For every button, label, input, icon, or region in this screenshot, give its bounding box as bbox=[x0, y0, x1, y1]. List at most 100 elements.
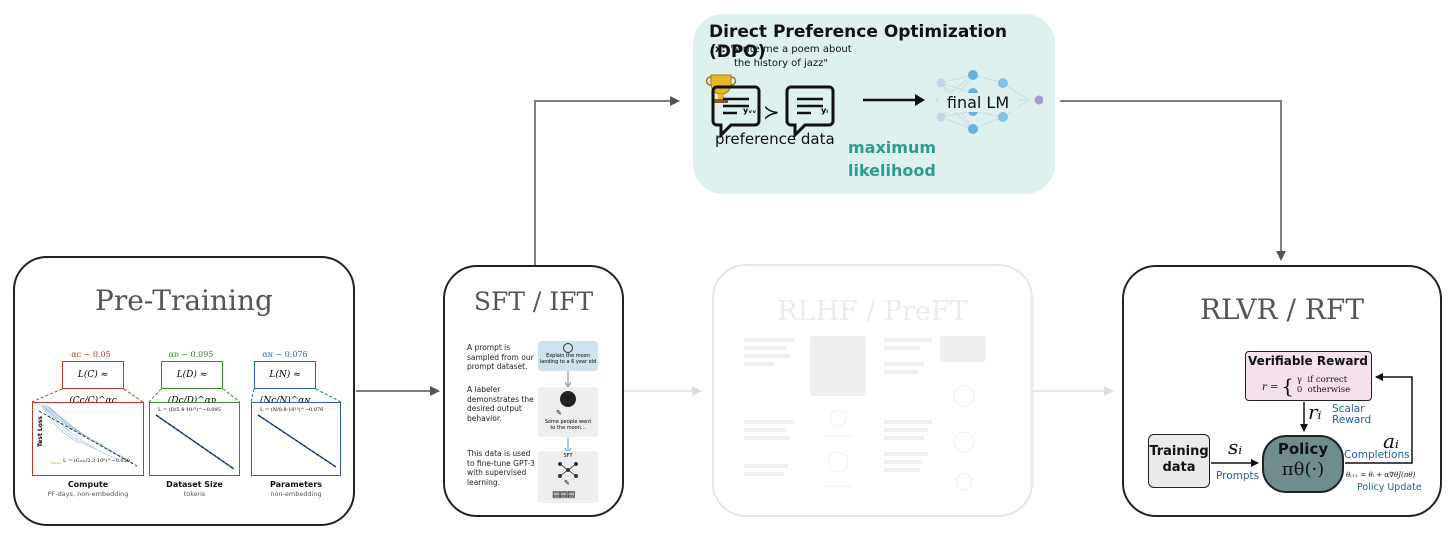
rlvr-arrows bbox=[1211, 373, 1413, 467]
scalar-reward-line-2: Reward bbox=[1332, 414, 1372, 426]
labeler-card: ✎ Some people went to the moon... bbox=[538, 387, 598, 437]
sft-card-label: SFT bbox=[563, 453, 573, 459]
alpha-d: αᴅ ~ 0.095 bbox=[168, 350, 214, 359]
prompt-line-2: the history of jazz" bbox=[734, 58, 828, 69]
labeler-card-line: to the moon... bbox=[550, 425, 586, 431]
formula-compute: L(C) ≈ (Cᴄ/C)^αᴄ bbox=[62, 361, 124, 406]
pencil-icon: ✎ bbox=[556, 410, 562, 417]
parameters-line bbox=[257, 414, 337, 468]
prompts-label: Prompts bbox=[1216, 470, 1260, 482]
sft-box: SFT / IFT A prompt is sampled from our p… bbox=[443, 265, 624, 517]
rlhf-title: RLHF / PreFT bbox=[777, 296, 968, 327]
completions-label: Completions bbox=[1344, 449, 1410, 461]
dataset-label: Dataset Size bbox=[166, 480, 223, 489]
svg-text:≻: ≻ bbox=[763, 100, 780, 124]
pretraining-box: Pre-Training αᴄ ~ 0.05 αᴅ ~ 0.095 αɴ ~ 0… bbox=[13, 256, 355, 526]
reward-formula: r = { γ if correct 0 otherwise bbox=[1262, 374, 1351, 398]
sft-step-1-line: A prompt is bbox=[467, 343, 511, 352]
prompt-card: Explain the moon landing to a 6 year old bbox=[538, 341, 598, 371]
scalar-reward-line-1: Scalar bbox=[1332, 403, 1365, 415]
formula-parameters: L(N) ≈ (Nᴄ/N)^αɴ bbox=[254, 361, 316, 406]
rlvr-box: RLVR / RFT Verifiable Reward r = { γ if … bbox=[1122, 265, 1442, 517]
compute-legend: L = (Cₘᵢₙ/2.3·10⁸)^−0.050 bbox=[63, 458, 130, 464]
yl-label: yₗ bbox=[821, 106, 828, 115]
training-data-box: Training data bbox=[1148, 434, 1210, 488]
training-line-2: data bbox=[1162, 460, 1196, 475]
prompt-card-text: Explain the moon landing to a 6 year old bbox=[538, 353, 598, 365]
compute-label: Compute bbox=[67, 480, 109, 489]
documents-icon: ▤▤▤ bbox=[552, 489, 575, 499]
reward-case-2-value: 0 bbox=[1296, 385, 1303, 395]
yw-label: yᵥᵥ bbox=[743, 106, 757, 115]
verifiable-reward-title: Verifiable Reward bbox=[1248, 354, 1368, 368]
plot-compute: L = (Cₘᵢₙ/2.3·10⁸)^−0.050 bbox=[32, 402, 144, 476]
sft-step-3-line: with supervised bbox=[467, 468, 527, 477]
sft-step-1: A prompt is sampled from our prompt data… bbox=[467, 343, 534, 372]
rlhf-box: RLHF / PreFT bbox=[712, 264, 1033, 517]
ml-line-2: likelihood bbox=[848, 161, 936, 180]
person-icon bbox=[560, 391, 576, 407]
preference-data-label: preference data bbox=[715, 130, 835, 148]
prompt-line-1: "write me a poem about bbox=[730, 44, 852, 55]
compute-curves bbox=[38, 404, 138, 467]
scalar-reward-label: Scalar Reward bbox=[1332, 404, 1371, 426]
dpo-graphics: ≻ bbox=[705, 70, 1043, 139]
dataset-line bbox=[155, 414, 235, 470]
arrow-sft-to-dpo bbox=[534, 96, 680, 265]
sft-step-1-line: sampled from our bbox=[467, 352, 534, 362]
prompt-card-line: Explain the moon bbox=[546, 353, 590, 359]
policy-box: Policy πθ(·) bbox=[1262, 435, 1344, 493]
dpo-panel: Direct Preference Optimization (DPO) x: … bbox=[693, 14, 1055, 194]
plot-dataset: L = (D/5.4·10¹³)^−0.095 bbox=[149, 402, 240, 476]
sft-step-2-line: desired output bbox=[467, 404, 522, 413]
reward-case-1-value: γ bbox=[1296, 375, 1302, 385]
zoom-connector-lines bbox=[31, 388, 342, 403]
training-line-1: Training bbox=[1149, 444, 1209, 459]
policy-label: Policy bbox=[1277, 440, 1329, 458]
policy-function: πθ(·) bbox=[1281, 459, 1325, 480]
sft-step-2: A labeler demonstrates the desired outpu… bbox=[467, 385, 534, 423]
arrow-completions-to-reward bbox=[1345, 373, 1413, 464]
sft-step-3: This data is used to fine-tune GPT-3 wit… bbox=[467, 449, 535, 487]
alpha-c: αᴄ ~ 0.05 bbox=[71, 350, 111, 359]
sft-step-3-line: to fine-tune GPT-3 bbox=[467, 458, 535, 468]
plot-parameters: L = (N/8.8·10¹³)^−0.076 bbox=[251, 402, 341, 476]
trophy-icon bbox=[705, 74, 737, 103]
r-i-label: rᵢ bbox=[1308, 400, 1322, 424]
dpo-title: Direct Preference Optimization (DPO) bbox=[709, 22, 1008, 62]
labeler-card-line: Some people went bbox=[544, 419, 592, 425]
sft-step-3-line: This data is used bbox=[467, 449, 531, 458]
compute-sub: PF-days, non-embedding bbox=[47, 490, 129, 498]
alpha-n: αɴ ~ 0.076 bbox=[262, 350, 308, 359]
final-lm-label: final LM bbox=[938, 93, 1018, 112]
sft-step-3-line: learning. bbox=[467, 477, 500, 487]
verifiable-reward-box: Verifiable Reward r = { γ if correct 0 o… bbox=[1245, 351, 1372, 401]
update-equation: θᵢ₊₁ = θᵢ + α∇θJ(πθ) bbox=[1346, 471, 1416, 479]
sft-step-1-line: prompt dataset. bbox=[467, 362, 528, 371]
arrow-dpo-to-rlvr bbox=[1060, 100, 1286, 261]
sft-step-2-line: behavior. bbox=[467, 413, 502, 423]
s-i-label: sᵢ bbox=[1228, 435, 1243, 459]
rlhf-faded-content bbox=[744, 336, 986, 491]
parameters-label: Parameters bbox=[269, 480, 323, 489]
ml-line-1: maximum bbox=[848, 138, 937, 157]
dataset-legend: L = (D/5.4·10¹³)^−0.095 bbox=[158, 407, 221, 413]
parameters-legend: L = (N/8.8·10¹³)^−0.076 bbox=[260, 407, 324, 413]
chat-bubble-icon bbox=[785, 85, 835, 139]
chat-bubble-icon bbox=[711, 85, 761, 139]
pretraining-title: Pre-Training bbox=[95, 284, 273, 317]
policy-update-label: Policy Update bbox=[1357, 482, 1422, 493]
reward-case-2: otherwise bbox=[1307, 385, 1351, 395]
moon-icon bbox=[563, 343, 573, 353]
formula-dataset: L(D) ≈ (Dᴄ/D)^αᴅ bbox=[161, 361, 223, 406]
y-axis-label: Test Loss bbox=[36, 416, 44, 447]
pencil-icon: ✎ bbox=[564, 480, 570, 487]
prompt-prefix: x: bbox=[715, 44, 726, 55]
sft-step-2-line: A labeler bbox=[467, 385, 501, 394]
sft-step-2-line: demonstrates the bbox=[467, 394, 534, 404]
rlvr-title: RLVR / RFT bbox=[1199, 293, 1365, 326]
prompt-card-line: landing to a 6 year old bbox=[539, 359, 597, 365]
a-i-label: aᵢ bbox=[1383, 429, 1399, 453]
